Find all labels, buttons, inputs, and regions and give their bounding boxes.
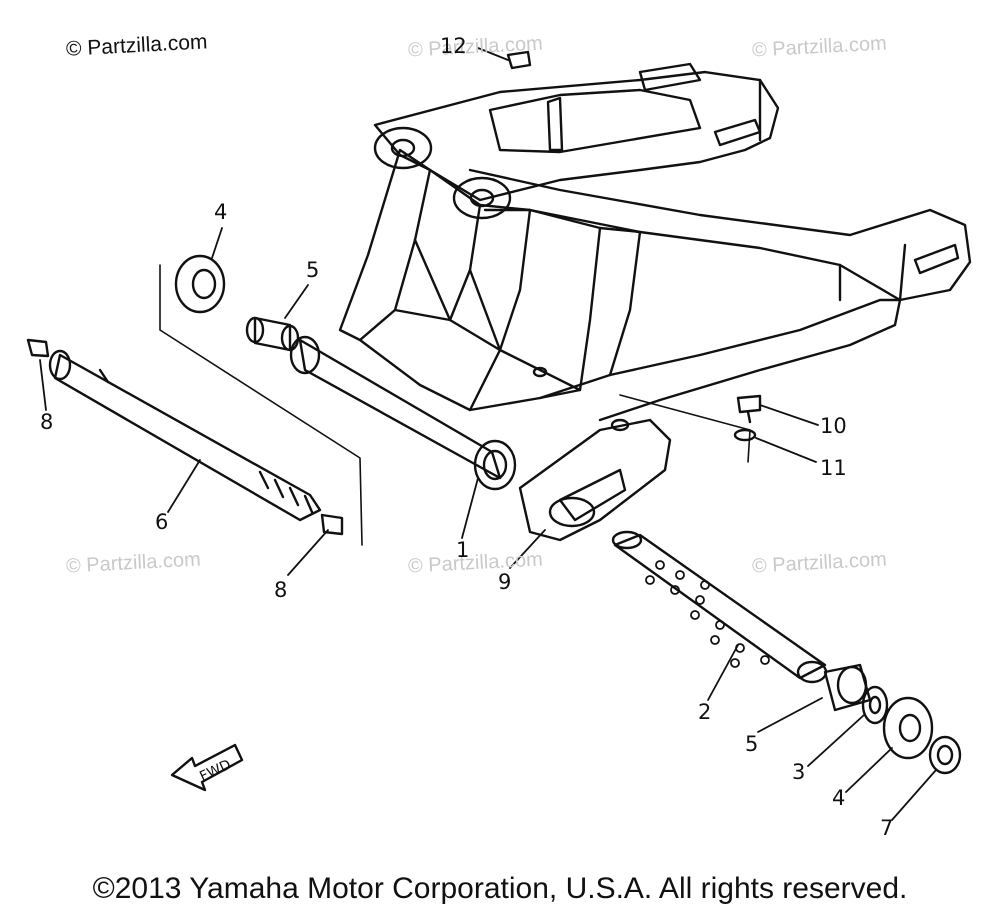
callout-8-bottom: 8 — [274, 578, 288, 602]
copyright-notice: ©2013 Yamaha Motor Corporation, U.S.A. A… — [92, 872, 908, 905]
callout-12: 12 — [440, 34, 467, 58]
callout-5-bottom: 5 — [745, 732, 759, 756]
pivot-shaft — [48, 349, 322, 522]
callout-1: 1 — [456, 538, 470, 562]
callout-4-top: 4 — [214, 200, 228, 224]
callout-8-top: 8 — [40, 410, 54, 434]
callout-10: 10 — [820, 414, 847, 438]
collar — [611, 530, 828, 684]
grease-nipples — [26, 338, 344, 536]
callout-11: 11 — [820, 456, 847, 480]
callout-7: 7 — [880, 816, 894, 840]
fwd-arrow-shape — [170, 743, 244, 792]
swingarm-frame — [338, 62, 972, 422]
callout-6: 6 — [155, 510, 169, 534]
callout-4-bottom: 4 — [832, 786, 846, 810]
callout-3: 3 — [792, 760, 806, 784]
left-bushing — [245, 316, 300, 352]
torque-bracket — [518, 418, 672, 542]
callout-5-top: 5 — [306, 258, 320, 282]
left-seal — [174, 254, 226, 314]
pivot-tube — [289, 335, 517, 491]
callout-2: 2 — [698, 700, 712, 724]
callout-9: 9 — [498, 570, 512, 594]
